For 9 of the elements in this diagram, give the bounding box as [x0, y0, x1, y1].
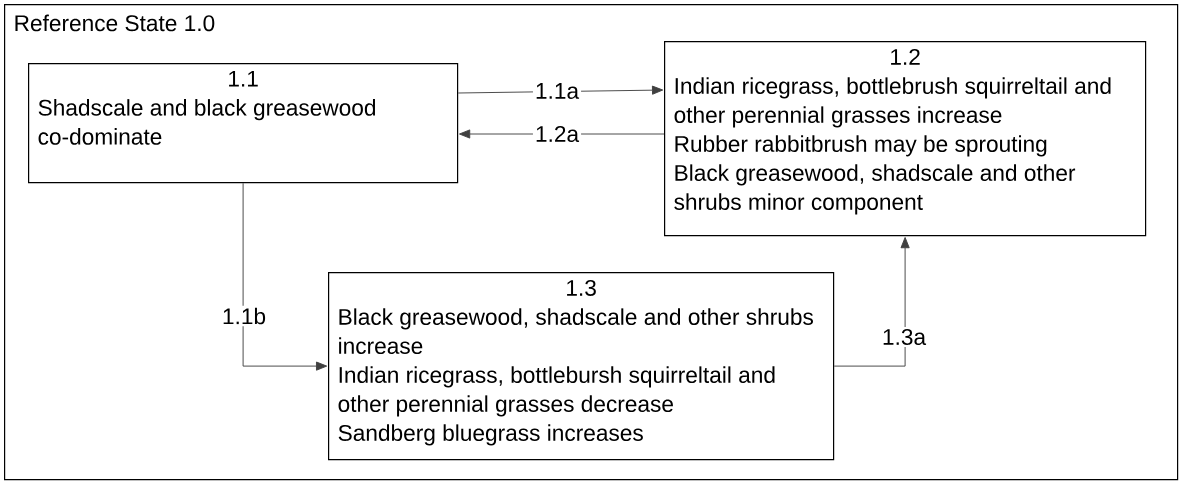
- arrow: [833, 237, 910, 367]
- arrow: [242, 182, 328, 371]
- edge-label: 1.1b: [219, 305, 269, 327]
- state-box: 1.2 Indian ricegrass, bottlebrush squirreltail and other perennial grasses increase Rubber rabbitbrush may be sprouting Black greasewood, shadscale and other shrubs minor component: [664, 41, 1147, 237]
- edge-label: 1.2a: [532, 124, 582, 145]
- edge-label: 1.1a: [532, 81, 582, 101]
- state-box: 1.1 Shadscale and black greasewood co-dominate: [28, 63, 459, 184]
- state-box: 1.3 Black greasewood, shadscale and other shrubs increase Indian ricegrass, bottlebursh squirreltail and other perennial grasses decrease Sandberg bluegrass increases: [328, 272, 835, 461]
- edge-label: 1.3a: [879, 327, 929, 348]
